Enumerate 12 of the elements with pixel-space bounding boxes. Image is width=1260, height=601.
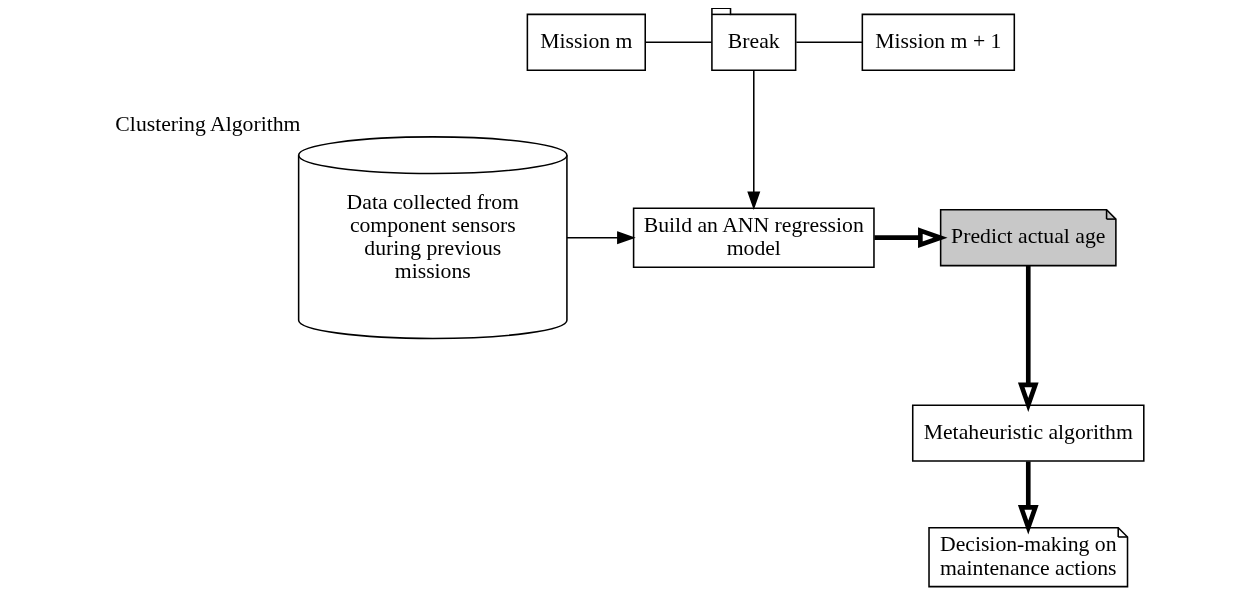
arrow — [873, 227, 948, 249]
node-box: Build an ANN regression model — [632, 207, 875, 268]
node-box: Mission m — [526, 13, 646, 71]
arrow — [746, 69, 760, 211]
node-box: Metaheuristic algorithm — [911, 404, 1145, 462]
connector — [795, 41, 863, 44]
node-label: Clustering Algorithm — [114, 112, 300, 136]
arrow — [1017, 461, 1039, 535]
arrow — [565, 231, 636, 245]
arrow — [1017, 266, 1039, 413]
node-box: Mission m + 1 — [861, 13, 1015, 71]
connector — [644, 41, 712, 44]
